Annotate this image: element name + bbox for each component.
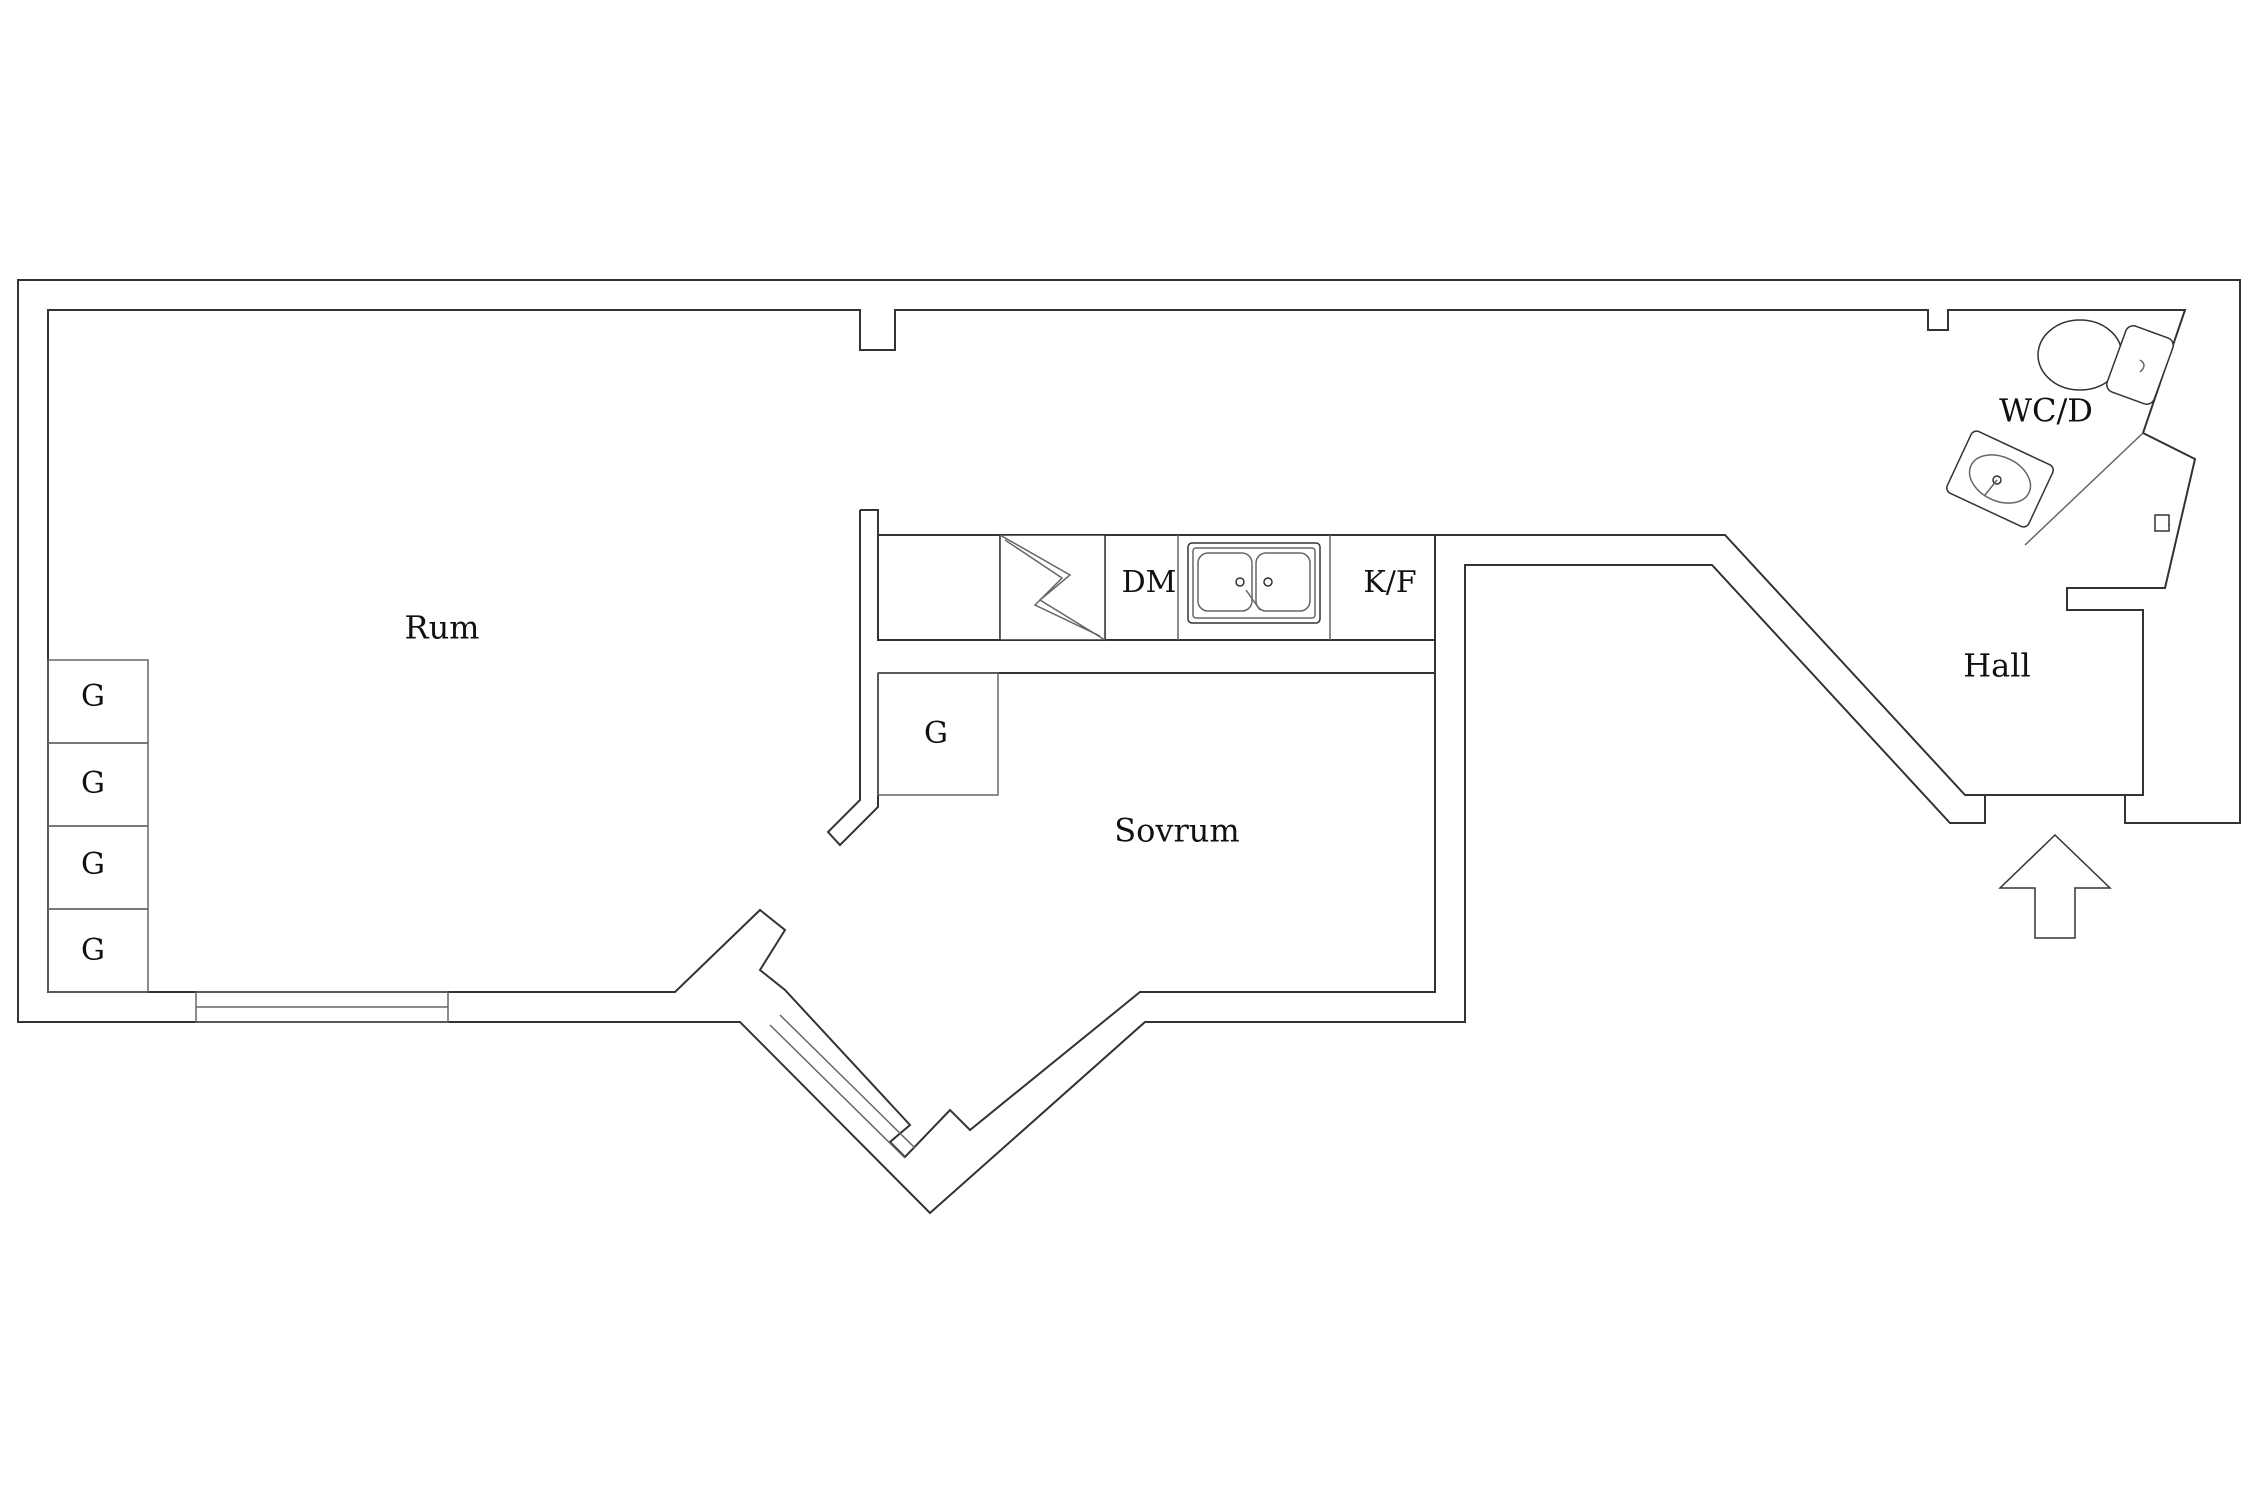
partition-upper [860,509,1435,641]
shower-head-icon [2154,514,2171,532]
inner-wall [47,309,2197,1159]
wardrobe-label-4: G [81,933,105,968]
stove-zigzag-icon [999,534,1106,641]
wardrobe-label-2: G [81,766,105,801]
wardrobe-sovrum [877,672,999,796]
room-label-sovrum: Sovrum [1114,812,1240,850]
room-label-hall: Hall [1963,647,2030,685]
toilet-icon [2037,319,2174,405]
fixture-label-dm: DM [1122,565,1177,600]
washbasin-icon [1946,430,2054,528]
sink-icon [1187,542,1321,624]
wardrobe-4 [47,908,149,993]
shower-partition [2024,432,2144,546]
room-label-wcd: WC/D [1999,392,2093,430]
wardrobe-label-1: G [81,679,105,714]
wardrobe-label-sovrum: G [924,716,948,751]
wardrobe-label-3: G [81,847,105,882]
partition-left [826,510,879,847]
fixture-label-kf: K/F [1363,565,1416,600]
stove-zigzag-icon-2 [1004,539,1101,637]
outer-wall [17,279,2241,1215]
room-label-rum: Rum [404,609,479,647]
window-diagonal-2 [779,1014,916,1149]
entrance-arrow-icon [1998,833,2112,939]
window-diagonal-1 [769,1024,906,1159]
